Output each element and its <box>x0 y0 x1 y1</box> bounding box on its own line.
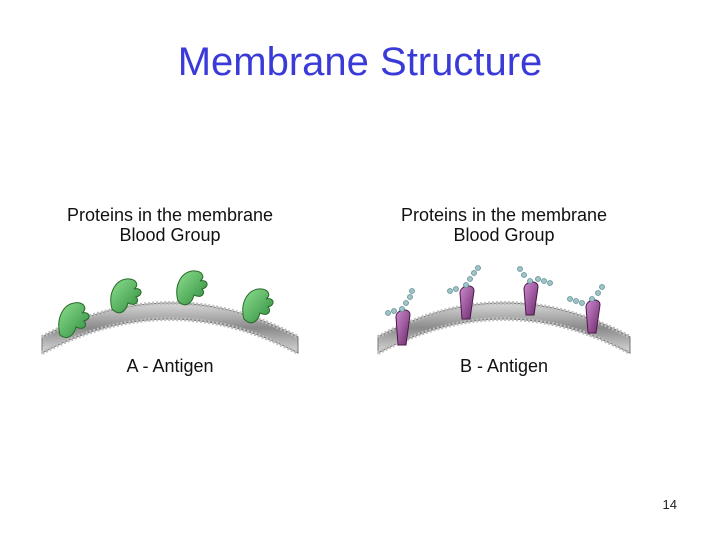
lipid-heads-top <box>41 301 299 339</box>
protein-b-2 <box>447 265 481 320</box>
page-number: 14 <box>662 497 677 512</box>
panel-b-membrane-illustration <box>377 265 631 355</box>
protein-a-4 <box>242 288 274 324</box>
panel-a-heading: Proteins in the membrane Blood Group <box>40 205 300 245</box>
panel-a-heading-line2: Blood Group <box>119 225 221 245</box>
panel-a-caption: A - Antigen <box>126 356 214 376</box>
protein-b-4 <box>567 284 605 334</box>
protein-b-1 <box>385 288 415 346</box>
lipid-bilayer <box>41 302 299 354</box>
panel-a-antigen: Proteins in the membrane Blood Group <box>40 205 300 380</box>
panel-a-membrane-illustration <box>41 270 299 355</box>
panel-b-heading: Proteins in the membrane Blood Group <box>376 205 632 245</box>
protein-a-1 <box>58 302 90 338</box>
slide-title: Membrane Structure <box>177 40 543 84</box>
panel-b-heading-line1: Proteins in the membrane <box>400 205 608 225</box>
protein-a-2 <box>110 278 142 314</box>
panel-a-heading-line1: Proteins in the membrane <box>66 205 274 225</box>
protein-a-3 <box>176 270 208 306</box>
panel-b-antigen: Proteins in the membrane Blood Group <box>376 205 632 380</box>
lipid-heads-bottom <box>41 317 299 355</box>
protein-b-3 <box>517 266 553 316</box>
panel-b-heading-line2: Blood Group <box>453 225 555 245</box>
lipid-heads-bottom <box>377 317 631 355</box>
panel-b-caption: B - Antigen <box>459 356 549 376</box>
